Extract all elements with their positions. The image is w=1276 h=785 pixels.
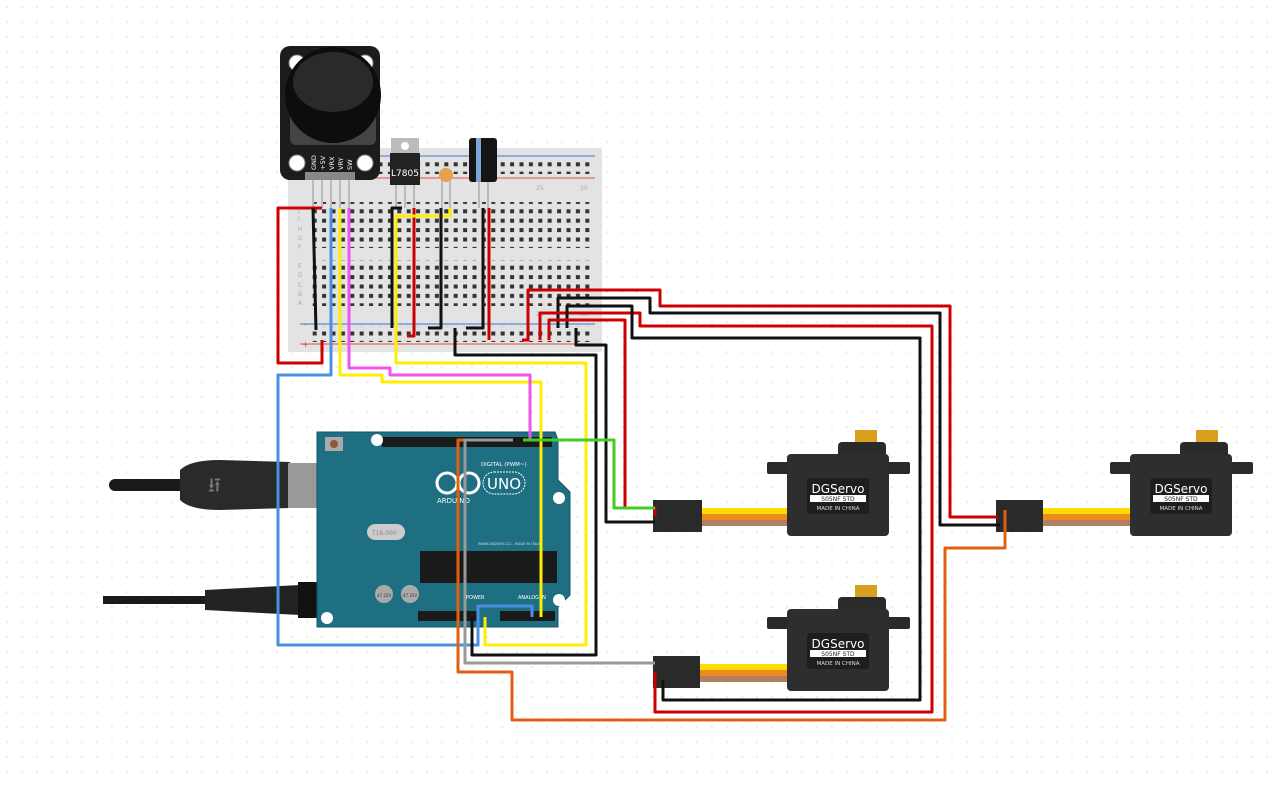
power-label: POWER — [466, 595, 485, 601]
capacitor-label: 47 25V — [377, 593, 391, 598]
electrolytic-capacitor[interactable] — [469, 138, 497, 208]
wire-red[interactable] — [276, 206, 324, 365]
wire-green[interactable] — [523, 438, 655, 510]
pin-label-gnd: GND — [310, 155, 318, 170]
website-label: WWW.ARDUINO.CC - MADE IN ITALY — [478, 542, 541, 546]
crystal-label: T16.000 — [371, 530, 397, 537]
board-brand: ARDUINO — [437, 497, 470, 505]
pin-label-vry: VRY — [337, 157, 345, 170]
row-label: G — [298, 235, 303, 242]
wire-red[interactable] — [407, 208, 416, 338]
capacitor — [375, 585, 393, 603]
row-label: D — [298, 272, 303, 279]
wire-black[interactable] — [556, 296, 1000, 527]
column-label: 30 — [580, 185, 588, 192]
row-label: C — [298, 282, 302, 289]
wire-black[interactable] — [453, 328, 598, 657]
servo-origin: MADE IN CHINA — [817, 661, 860, 667]
row-label: F — [298, 244, 302, 251]
regulator-label: L7805 — [391, 169, 419, 179]
row-label: B — [298, 291, 302, 298]
servo-connector[interactable] — [653, 656, 700, 688]
row-label: J — [297, 207, 300, 214]
servo-model: S05NF STD — [821, 496, 855, 503]
digital-label: DIGITAL (PWM~) — [481, 462, 527, 468]
servo-brand: DGServo — [812, 482, 865, 496]
mount-hole — [356, 154, 374, 172]
servo-model: S05NF STD — [821, 651, 855, 658]
row-label: I — [298, 216, 300, 223]
servo-brand: DGServo — [1155, 482, 1208, 496]
wire-black[interactable] — [466, 208, 485, 330]
servo-brand: DGServo — [812, 637, 865, 651]
wire-orange[interactable] — [456, 438, 1007, 722]
crystal — [367, 524, 405, 540]
servo-1[interactable]: DGServo S05NF STD MADE IN CHINA — [653, 430, 910, 536]
row-label: A — [298, 300, 303, 307]
servo-model: S05NF STD — [1164, 496, 1198, 503]
usb-icon: ⭿ — [208, 473, 221, 497]
capacitor — [401, 585, 419, 603]
column-label: 25 — [536, 185, 544, 192]
servo-2[interactable]: DGServo S05NF STD MADE IN CHINA — [996, 430, 1253, 536]
servo-horn — [1196, 430, 1218, 444]
mount-hole — [288, 154, 306, 172]
wire-blue[interactable] — [276, 208, 534, 647]
wire-gray[interactable] — [463, 438, 655, 665]
wires — [276, 206, 1007, 722]
wire-black[interactable] — [428, 208, 443, 330]
pin-label-vrx: VRX — [328, 156, 336, 170]
wire-black[interactable] — [565, 304, 922, 702]
joystick-module[interactable]: GND +5V VRX VRY SW — [280, 46, 381, 208]
wire-magenta[interactable] — [347, 208, 532, 440]
row-label: H — [298, 226, 303, 233]
wire-yellow[interactable] — [338, 208, 543, 617]
board-model: UNO — [487, 475, 521, 493]
arduino-uno-board[interactable]: T16.000 47 25V 47 25V UNO ARDUINO DIGITA… — [316, 431, 571, 628]
bottom-terminal-holes[interactable] — [308, 260, 590, 306]
plus-rail-label: + — [302, 340, 309, 349]
wire-red[interactable] — [538, 311, 934, 714]
servo-origin: MADE IN CHINA — [1160, 506, 1203, 512]
bottom-rail-holes[interactable] — [308, 326, 590, 342]
servo-horn — [855, 430, 877, 444]
pin-label-5v: +5V — [319, 155, 327, 170]
capacitor-label: 47 25V — [403, 593, 417, 598]
ceramic-capacitor[interactable] — [439, 168, 453, 208]
wire-black[interactable] — [390, 206, 402, 328]
analog-header[interactable] — [500, 611, 555, 621]
wire-black[interactable] — [311, 207, 318, 331]
servo-3[interactable]: DGServo S05NF STD MADE IN CHINA — [653, 585, 910, 691]
voltage-regulator[interactable]: L7805 — [390, 138, 420, 208]
analog-label: ANALOG IN — [518, 595, 546, 601]
power-header[interactable] — [418, 611, 478, 621]
servo-origin: MADE IN CHINA — [817, 506, 860, 512]
wire-black[interactable] — [574, 328, 655, 524]
wire-red[interactable] — [522, 288, 998, 519]
pin-label-sw: SW — [346, 159, 354, 170]
atmega-chip — [420, 551, 557, 583]
servo-connector[interactable] — [996, 500, 1043, 532]
row-label: E — [298, 263, 302, 270]
servo-horn — [855, 585, 877, 599]
digital-header[interactable] — [382, 437, 552, 447]
minus-rail-label: - — [304, 320, 307, 329]
servo-connector[interactable] — [653, 500, 702, 532]
